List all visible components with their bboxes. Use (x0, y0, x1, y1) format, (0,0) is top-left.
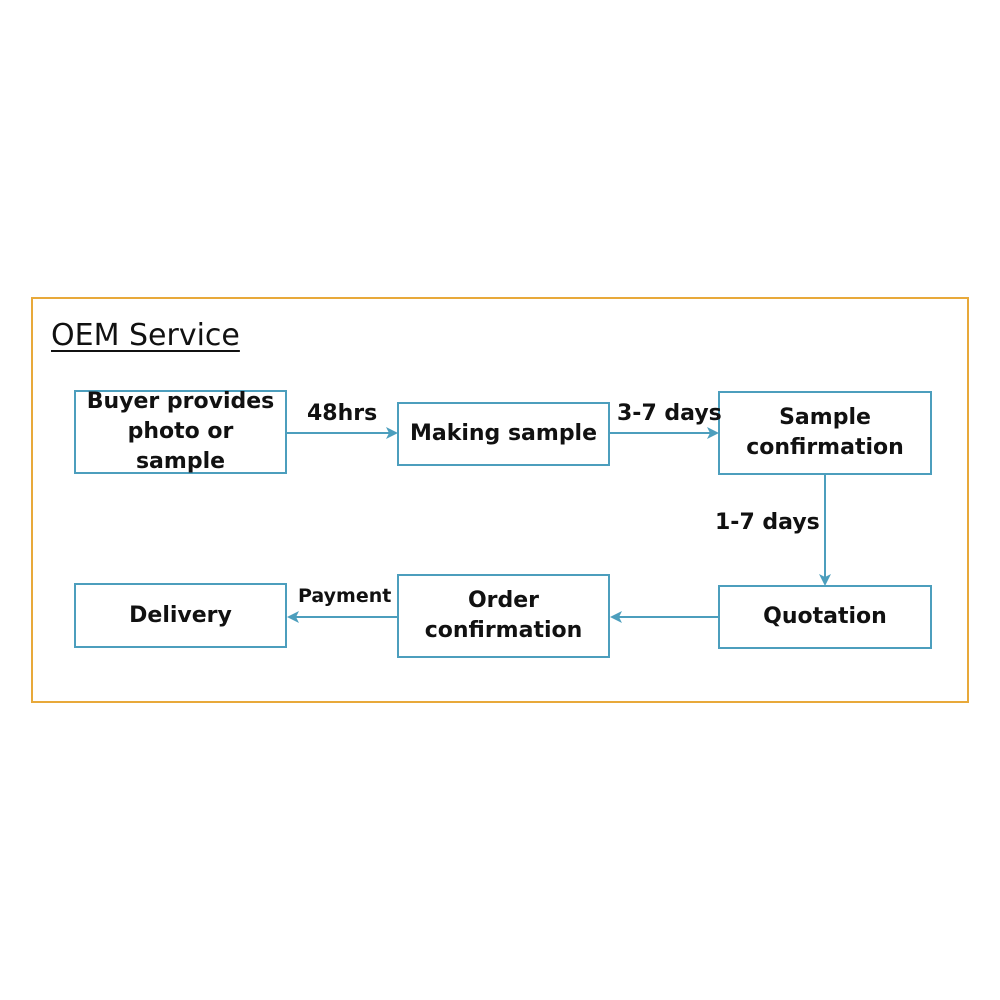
node-sample-line-2: confirmation (746, 435, 904, 460)
node-quotation: Quotation (718, 585, 932, 649)
node-buyer-provides: Buyer provides photo or sample (74, 389, 287, 474)
node-sample-confirmation: Sample confirmation (718, 391, 932, 475)
node-delivery-line-1: Delivery (129, 602, 232, 628)
node-buyer-line-2: photo or sample (127, 419, 234, 474)
edge-label-3-7-days: 3-7 days (617, 401, 722, 426)
node-order-line-2: confirmation (424, 618, 583, 643)
diagram-title: OEM Service (51, 318, 240, 353)
edge-label-1-7-days: 1-7 days (715, 510, 820, 535)
node-delivery: Delivery (74, 583, 287, 648)
node-quotation-line-1: Quotation (763, 604, 887, 629)
node-order-line-1: Order (467, 588, 540, 613)
edge-label-payment: Payment (298, 585, 392, 607)
node-buyer-line-1: Buyer provides (86, 389, 275, 414)
node-making-sample: Making sample (397, 402, 610, 466)
node-sample-line-1: Sample (779, 405, 871, 430)
node-order-confirmation: Order confirmation (397, 574, 610, 658)
node-making-line-1: Making sample (409, 421, 598, 446)
edge-label-48hrs: 48hrs (307, 401, 378, 426)
oem-service-frame (31, 297, 969, 703)
